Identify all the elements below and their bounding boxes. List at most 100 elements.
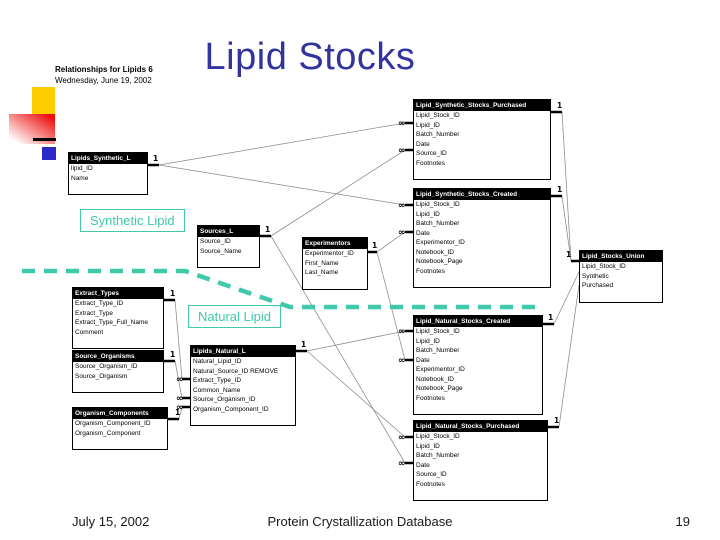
entity-field: Lipid_ID xyxy=(416,121,440,129)
entity-field: Lipid_Stock_ID xyxy=(582,263,626,270)
entity-field: Extract_Type_ID xyxy=(75,300,124,307)
decor-yellow-square xyxy=(32,87,55,115)
entity-field: Source_ID xyxy=(416,471,447,478)
entity-field: Date xyxy=(416,356,430,364)
cardinality-one-mark: 1 xyxy=(170,350,175,359)
cardinality-one-mark: 1 xyxy=(566,250,571,259)
entity-field: Footnotes xyxy=(416,480,445,488)
entity-field: Comment xyxy=(75,328,104,336)
relationship-line xyxy=(270,149,406,237)
entity-field: Footnotes xyxy=(416,394,445,402)
relationship-line xyxy=(553,271,580,325)
relationship-line xyxy=(174,299,183,380)
entity-field: Notebook_ID xyxy=(416,248,454,256)
cardinality-many-mark: ∞ xyxy=(398,327,406,337)
relationship-line xyxy=(306,350,406,438)
entity-field: Experimentor_ID xyxy=(416,239,465,246)
cardinality-many-mark: ∞ xyxy=(176,394,184,404)
entity-field: Source_Organism_ID xyxy=(193,396,256,403)
cardinality-many-mark: ∞ xyxy=(398,228,406,238)
entity-field: Notebook_ID xyxy=(416,375,454,383)
entity-field: Natural_Source_ID REMOVE xyxy=(193,367,279,375)
cardinality-one-mark: 1 xyxy=(265,225,270,234)
entity-field: Footnotes xyxy=(416,159,445,167)
entity-field: Source_Organism xyxy=(75,372,128,380)
cardinality-many-mark: ∞ xyxy=(398,433,406,443)
slide-title: Lipid Stocks xyxy=(204,36,416,78)
cardinality-one-mark: 1 xyxy=(557,101,562,110)
entity-field: Batch_Number xyxy=(416,131,460,138)
relationship-line xyxy=(376,251,406,361)
cardinality-one-mark: 1 xyxy=(153,154,158,163)
entity-table-title: Lipid_Synthetic_Stocks_Purchased xyxy=(414,100,550,111)
entity-field: Experimentor_ID xyxy=(305,250,354,257)
synthetic-lipid-label: Synthetic Lipid xyxy=(80,209,185,232)
entity-field: Experimentor_ID xyxy=(416,366,465,373)
entity-table-title: Lipid_Natural_Stocks_Created xyxy=(414,316,542,327)
entity-field: Common_Name xyxy=(193,386,241,394)
footer-title: Protein Crystallization Database xyxy=(267,514,453,529)
natural-lipid-label: Natural Lipid xyxy=(188,305,281,328)
entity-field: Lipid_Stock_ID xyxy=(416,112,460,119)
entity-field: Organism_Component_ID xyxy=(193,405,269,413)
entity-field: lipid_ID xyxy=(71,165,93,172)
cardinality-one-mark: 1 xyxy=(175,408,180,417)
cardinality-one-mark: 1 xyxy=(372,241,377,250)
relationship-line xyxy=(158,164,406,206)
cardinality-many-mark: ∞ xyxy=(398,146,406,156)
cardinality-many-mark: ∞ xyxy=(176,403,184,413)
entity-table-title: Lipids_Synthetic_L xyxy=(69,153,147,164)
relationship-note: Relationships for Lipids 6 Wednesday, Ju… xyxy=(55,64,153,86)
entity-table-title: Experimentors xyxy=(303,238,367,249)
entity-field: Footnotes xyxy=(416,267,445,275)
entity-table-title: Source_Organisms xyxy=(73,351,163,362)
entity-table-title: Lipids_Natural_L xyxy=(191,346,295,357)
relationship-line xyxy=(178,406,183,420)
cardinality-many-mark: ∞ xyxy=(398,201,406,211)
entity-table-title: Organism_Components xyxy=(73,408,167,419)
cardinality-one-mark: 1 xyxy=(548,313,553,322)
entity-field: Extract_Type xyxy=(75,309,113,317)
entity-field: Natural_Lipid_ID xyxy=(193,358,242,365)
cardinality-many-mark: ∞ xyxy=(398,119,406,129)
entity-field: Lipid_Stock_ID xyxy=(416,201,460,208)
decor-blue-square xyxy=(42,147,56,160)
entity-field: Source_Organism_ID xyxy=(75,363,138,370)
entity-field: Notebook_Page xyxy=(416,258,463,265)
entity-field: Batch_Number xyxy=(416,452,460,459)
entity-field: Lipid_Stock_ID xyxy=(416,328,460,335)
cardinality-one-mark: 1 xyxy=(554,416,559,425)
footer-date: July 15, 2002 xyxy=(72,514,150,529)
entity-field: Last_Name xyxy=(305,269,339,276)
entity-field: Organism_Component xyxy=(75,429,141,437)
cardinality-one-mark: 1 xyxy=(557,185,562,194)
decor-black-line xyxy=(33,138,56,141)
entity-field: Lipid_ID xyxy=(416,210,440,218)
entity-field: Lipid_ID xyxy=(416,442,440,450)
entity-field: Purchased xyxy=(582,282,614,289)
relationship-line xyxy=(558,284,580,428)
cardinality-one-mark: 1 xyxy=(170,289,175,298)
entity-field: Synthetic xyxy=(582,272,609,280)
entity-field: First_Name xyxy=(305,259,339,267)
entity-field: Source_Name xyxy=(200,247,242,255)
footer-page-number: 19 xyxy=(675,514,690,529)
cardinality-many-mark: ∞ xyxy=(398,459,406,469)
entity-field: Batch_Number xyxy=(416,220,460,227)
entity-field: Organism_Component_ID xyxy=(75,420,151,427)
entity-field: Lipid_Stock_ID xyxy=(416,433,460,440)
entity-field: Date xyxy=(416,461,430,469)
entity-field: Notebook_Page xyxy=(416,385,463,392)
relationship-line xyxy=(174,360,183,399)
relationship-line xyxy=(158,122,406,166)
cardinality-many-mark: ∞ xyxy=(398,356,406,366)
